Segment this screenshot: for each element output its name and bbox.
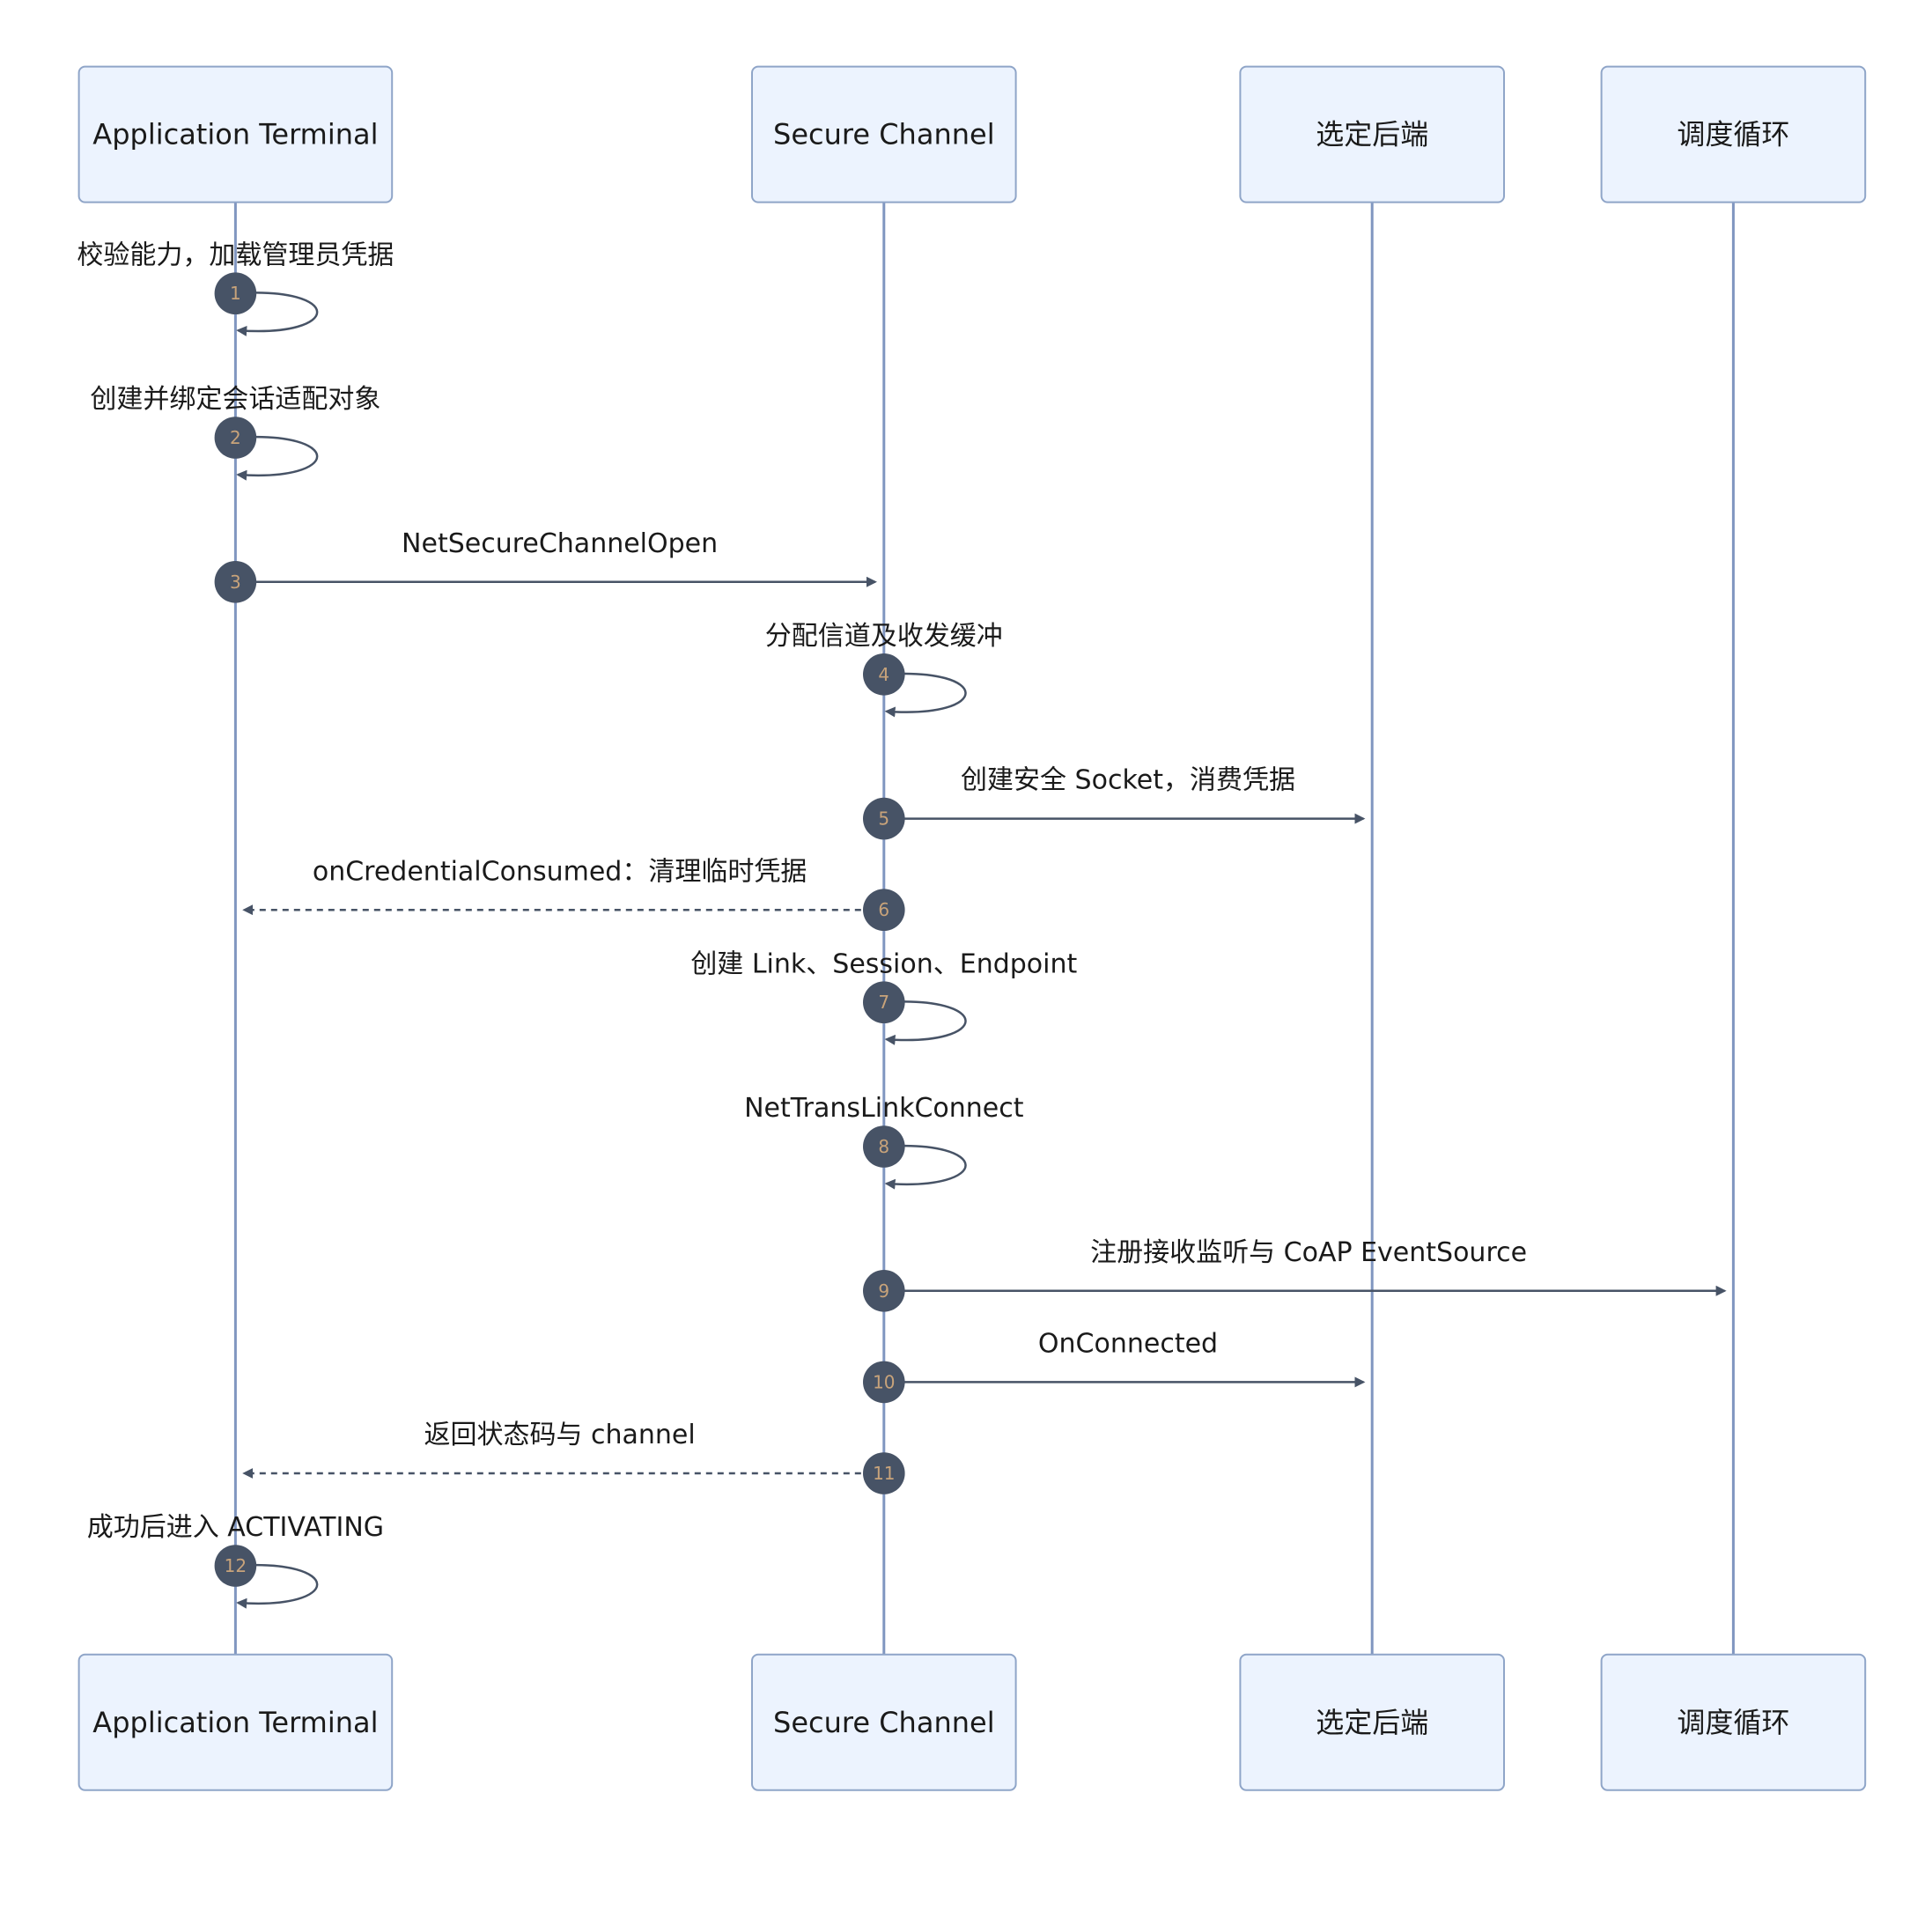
self-message-arrow	[235, 1563, 319, 1609]
actor-loop-top: 调度循环	[1600, 65, 1867, 203]
step-number: 10	[873, 1371, 895, 1392]
step-number: 2	[230, 427, 241, 448]
actor-box	[1600, 1653, 1867, 1791]
step-badge	[863, 1270, 905, 1312]
actor-label: Application Terminal	[92, 118, 378, 151]
message-label: OnConnected	[1038, 1329, 1218, 1360]
message-label: 创建并绑定会话适配对象	[90, 384, 380, 415]
actor-loop-bottom: 调度循环	[1600, 1653, 1867, 1791]
step-badge	[863, 1361, 905, 1404]
step-badge	[214, 1545, 257, 1587]
message-label: 返回状态码与 channel	[424, 1420, 695, 1450]
actor-label: 调度循环	[1677, 1706, 1789, 1739]
actor-label: 选定后端	[1316, 118, 1428, 151]
actor-box	[77, 65, 394, 203]
step-number: 3	[230, 572, 241, 593]
message-8: NetTransLinkConnect 8	[744, 1093, 1024, 1190]
message-3: NetSecureChannelOpen 3	[214, 528, 877, 603]
actor-label: 选定后端	[1316, 1706, 1428, 1739]
actor-box	[751, 65, 1017, 203]
message-5: 创建安全 Socket，消费凭据 5	[863, 765, 1366, 840]
actor-box	[751, 1653, 1017, 1791]
message-label: 分配信道及收发缓冲	[765, 621, 1003, 652]
message-12: 成功后进入 ACTIVATING 12	[87, 1512, 384, 1609]
actor-chan-top: Secure Channel	[751, 65, 1017, 203]
step-badge	[863, 797, 905, 840]
message-6: onCredentialConsumed：清理临时凭据 6	[242, 856, 905, 931]
message-label: 创建 Link、Session、Endpoint	[690, 948, 1077, 979]
self-message-arrow	[883, 1000, 967, 1045]
step-badge	[214, 272, 257, 315]
messages: 校验能力，加载管理员凭据 1 创建并绑定会话适配对象 2NetSecureChanne…	[77, 240, 1727, 1609]
actor-box	[1239, 65, 1506, 203]
actors-top: Application Terminal Secure Channel 选定后端 调度…	[77, 65, 1867, 203]
step-badge	[863, 653, 905, 696]
step-number: 6	[878, 899, 889, 920]
self-message-arrow	[235, 291, 319, 336]
message-label: NetTransLinkConnect	[744, 1093, 1024, 1124]
actor-box	[1239, 1653, 1506, 1791]
message-label: 注册接收监听与 CoAP EventSource	[1090, 1237, 1527, 1268]
step-badge	[214, 561, 257, 603]
self-message-arrow	[883, 1144, 967, 1190]
actor-app-bottom: Application Terminal	[77, 1653, 394, 1791]
message-10: OnConnected 10	[863, 1329, 1366, 1404]
step-number: 5	[878, 808, 889, 830]
actors-bottom: Application Terminal Secure Channel 选定后端 调度…	[77, 1653, 1867, 1791]
actor-label: Secure Channel	[773, 118, 995, 151]
message-4: 分配信道及收发缓冲 4	[765, 621, 1003, 718]
message-label: 校验能力，加载管理员凭据	[77, 240, 394, 270]
message-label: onCredentialConsumed：清理临时凭据	[313, 856, 807, 887]
message-7: 创建 Link、Session、Endpoint 7	[690, 948, 1078, 1045]
actor-chan-bottom: Secure Channel	[751, 1653, 1017, 1791]
step-badge	[863, 889, 905, 931]
step-number: 4	[878, 664, 889, 685]
message-9: 注册接收监听与 CoAP EventSource 9	[863, 1237, 1727, 1312]
message-1: 校验能力，加载管理员凭据 1	[77, 240, 394, 336]
step-badge	[863, 981, 905, 1023]
lifelines	[233, 202, 1735, 1655]
step-number: 11	[873, 1463, 895, 1484]
actor-box	[1600, 65, 1867, 203]
step-number: 9	[878, 1280, 889, 1302]
actor-box	[77, 1653, 394, 1791]
step-number: 1	[230, 283, 241, 304]
message-label: 成功后进入 ACTIVATING	[87, 1512, 384, 1543]
step-number: 7	[878, 992, 889, 1013]
step-number: 8	[878, 1136, 889, 1157]
actor-label: Secure Channel	[773, 1706, 995, 1739]
actor-backend-top: 选定后端	[1239, 65, 1506, 203]
step-badge	[214, 417, 257, 459]
actor-label: 调度循环	[1677, 118, 1789, 151]
self-message-arrow	[235, 435, 319, 481]
step-badge	[863, 1452, 905, 1494]
step-number: 12	[225, 1555, 247, 1576]
message-label: 创建安全 Socket，消费凭据	[961, 765, 1295, 796]
step-badge	[863, 1125, 905, 1168]
message-2: 创建并绑定会话适配对象 2	[90, 384, 380, 481]
message-11: 返回状态码与 channel 11	[242, 1420, 905, 1494]
actor-label: Application Terminal	[92, 1706, 378, 1739]
message-label: NetSecureChannelOpen	[402, 528, 718, 559]
actor-app-top: Application Terminal	[77, 65, 394, 203]
self-message-arrow	[883, 672, 967, 718]
actor-backend-bottom: 选定后端	[1239, 1653, 1506, 1791]
